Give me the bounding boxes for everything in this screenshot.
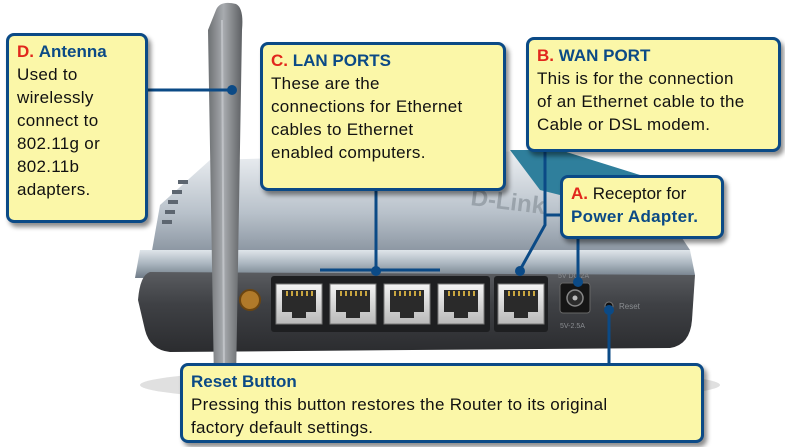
callout-reset-button: Reset Button Pressing this button restor… [180,363,704,443]
lan-port-housing [271,276,490,332]
callout-wan-letter: B. [537,46,554,65]
power-sub-label: 5V-2.5A [560,323,585,330]
callout-lan-letter: C. [271,51,288,70]
callout-power-adapter: A. Receptor for Power Adapter. [560,175,724,239]
antenna-body [208,2,243,386]
callout-reset-line: Pressing this button restores the Router… [191,395,608,414]
callout-antenna-title: Antenna [38,42,107,61]
reset-label: Reset [619,302,641,311]
callout-lan-line: enabled computers. [271,143,426,162]
callout-power-title: Power Adapter. [571,207,699,226]
callout-lan-line: These are the [271,74,380,93]
callout-reset-line: factory default settings. [191,418,374,437]
lan-port [329,283,377,325]
ethernet-ports [275,283,545,325]
callout-lan-line: connections for Ethernet [271,97,463,116]
callout-wan-line: This is for the connection [537,69,734,88]
callout-reset-title: Reset Button [191,372,297,391]
callout-pointer-dots [227,85,614,315]
wan-port [497,283,545,325]
callout-wan-port: B. WAN PORT This is for the connection o… [526,37,781,152]
antenna-highlight [221,19,225,371]
lan-port [383,283,431,325]
callout-wan-line: of an Ethernet cable to the [537,92,745,111]
callout-lan-line: cables to Ethernet [271,120,414,139]
lan-port [437,283,485,325]
callout-power-letter: A. [571,184,588,203]
callout-power-text: Receptor for [592,184,687,203]
status-lights [162,180,188,224]
callout-antenna-line: 802.11b [17,157,80,176]
callout-lan-title: LAN PORTS [292,51,391,70]
callout-wan-title: WAN PORT [558,46,651,65]
callout-antenna-line: wirelessly [17,88,94,107]
callout-antenna-line: connect to [17,111,99,130]
callout-antenna-letter: D. [17,42,34,61]
callout-antenna-line: Used to [17,65,78,84]
callout-antenna-line: 802.11g or [17,134,101,153]
lan-port [275,283,323,325]
callout-antenna-line: adapters. [17,180,91,199]
callout-wan-line: Cable or DSL modem. [537,115,711,134]
router-front-band [135,250,695,278]
callout-connectors [148,88,611,363]
callout-lan-ports: C. LAN PORTS These are the connections f… [260,42,506,191]
antenna-connector [239,289,261,311]
callout-antenna: D. Antenna Used to wirelessly connect to… [6,33,148,223]
power-label: 5V DC 2A [558,273,589,280]
